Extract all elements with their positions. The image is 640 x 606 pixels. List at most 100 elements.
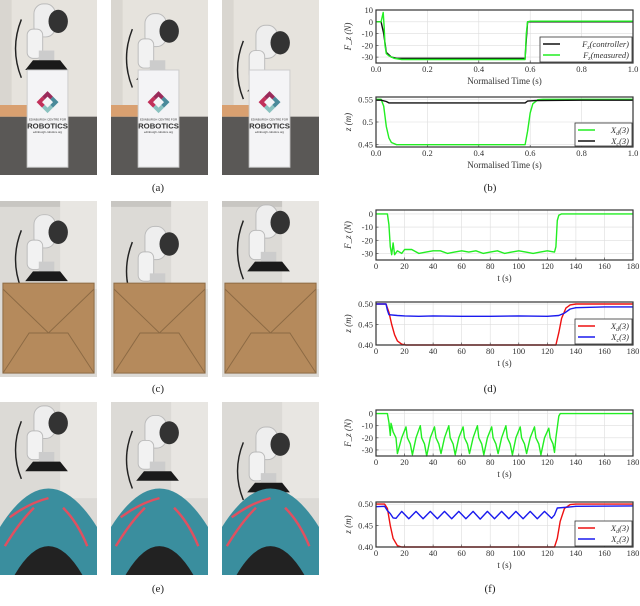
logo-box <box>26 69 69 168</box>
y-tick-label: 0.55 <box>358 94 373 104</box>
x-axis-label: t (s) <box>497 560 511 570</box>
caption-a: (a) <box>151 182 165 194</box>
x-tick-label: 100 <box>512 346 525 356</box>
plot-frame <box>375 209 634 261</box>
photo-c1 <box>0 201 97 377</box>
caption-f: (f) <box>484 583 496 595</box>
cardboard-box <box>224 282 317 374</box>
y-tick-label: 0.40 <box>358 542 373 552</box>
logo-mark <box>258 91 281 114</box>
y-tick-label: -20 <box>362 235 373 245</box>
y-tick-label: 0 <box>369 17 373 27</box>
series-line-1 <box>376 11 633 61</box>
caption-b: (b) <box>483 182 497 194</box>
series-line-1 <box>376 303 633 317</box>
series-line-0 <box>376 213 633 256</box>
legend-label: Fz(measured) <box>582 50 629 62</box>
y-tick-label: -10 <box>362 421 373 431</box>
y-tick-label: 0 <box>369 409 373 419</box>
y-tick-label: -20 <box>362 433 373 443</box>
robot-arm <box>236 426 290 501</box>
photo-c3 <box>222 201 319 377</box>
svg-text:EDINBURGH CENTRE FOR: EDINBURGH CENTRE FOR <box>251 118 288 122</box>
y-tick-label: 0.45 <box>358 320 373 330</box>
photo-a3: EDINBURGH CENTRE FOR ROBOTICS edinburgh-… <box>222 0 319 175</box>
y-tick-label: -30 <box>362 52 373 62</box>
x-tick-label: 40 <box>429 457 438 467</box>
legend-label: Xc(3) <box>610 136 629 148</box>
plot-frame <box>375 301 634 346</box>
x-tick-label: 60 <box>457 261 466 271</box>
legend: Xd(3)Xc(3) <box>574 122 633 148</box>
photo-a1: EDINBURGH CENTRE FOR ROBOTICS edinburgh-… <box>0 0 97 175</box>
y-tick-label: -20 <box>362 40 373 50</box>
cardboard-box <box>2 282 95 374</box>
svg-text:ROBOTICS: ROBOTICS <box>138 121 179 130</box>
x-tick-label: 0.0 <box>371 148 382 158</box>
y-axis-label: F_z (N) <box>343 221 353 250</box>
series-line-1 <box>376 99 633 104</box>
x-tick-label: 80 <box>486 261 495 271</box>
x-tick-label: 0 <box>374 346 378 356</box>
y-tick-label: 10 <box>365 5 374 15</box>
caption-c: (c) <box>151 383 165 395</box>
x-tick-label: 120 <box>541 548 554 558</box>
svg-text:ROBOTICS: ROBOTICS <box>27 121 68 130</box>
x-tick-label: 140 <box>570 346 583 356</box>
x-tick-label: 120 <box>541 346 554 356</box>
plot-frame <box>375 96 634 148</box>
photo-e2 <box>111 402 208 575</box>
legend-label: Xd(3) <box>610 321 629 333</box>
x-tick-label: 0 <box>374 548 378 558</box>
y-axis-label: z (m) <box>343 314 353 333</box>
y-tick-label: -10 <box>362 222 373 232</box>
y-tick-label: 0.45 <box>358 521 373 531</box>
legend-box <box>574 318 633 345</box>
x-tick-label: 100 <box>512 548 525 558</box>
legend-label: Fz(controller) <box>581 39 629 51</box>
x-tick-label: 20 <box>400 261 409 271</box>
x-tick-label: 120 <box>541 457 554 467</box>
y-tick-label: -30 <box>362 445 373 455</box>
x-tick-label: 0.6 <box>525 148 536 158</box>
x-tick-label: 140 <box>570 261 583 271</box>
x-tick-label: 80 <box>486 346 495 356</box>
legend-label: Xc(3) <box>610 534 629 546</box>
y-tick-label: -30 <box>362 248 373 258</box>
x-axis-label: t (s) <box>497 358 511 368</box>
plot-area <box>376 410 633 456</box>
photo-e1 <box>0 402 97 575</box>
helmet <box>222 488 319 575</box>
photo-c2 <box>111 201 208 377</box>
x-tick-label: 180 <box>627 548 640 558</box>
x-tick-label: 0.2 <box>422 148 433 158</box>
y-tick-label: 0.50 <box>358 499 373 509</box>
x-tick-label: 0.6 <box>525 64 536 74</box>
legend: Xd(3)Xc(3) <box>574 520 633 547</box>
x-tick-label: 160 <box>598 457 611 467</box>
x-tick-label: 120 <box>541 261 554 271</box>
y-tick-label: -10 <box>362 29 373 39</box>
x-tick-label: 1.0 <box>628 148 639 158</box>
x-tick-label: 180 <box>627 346 640 356</box>
svg-text:edinburgh-robotics.org: edinburgh-robotics.org <box>33 130 62 134</box>
x-tick-label: 80 <box>486 457 495 467</box>
y-tick-label: 0.50 <box>358 299 373 309</box>
x-tick-label: 100 <box>512 457 525 467</box>
plot-frame <box>375 409 634 457</box>
legend: Fz(controller)Fz(measured) <box>539 36 633 63</box>
y-axis-label: F_z (N) <box>343 419 353 448</box>
helmet <box>0 488 97 575</box>
caption-d: (d) <box>483 383 497 395</box>
x-tick-label: 0.2 <box>422 64 433 74</box>
x-axis-label: t (s) <box>497 273 511 283</box>
y-tick-label: 0.5 <box>362 117 373 127</box>
legend-label: Xd(3) <box>610 523 629 535</box>
y-tick-label: 0 <box>369 209 373 219</box>
robot-arm <box>14 405 68 480</box>
